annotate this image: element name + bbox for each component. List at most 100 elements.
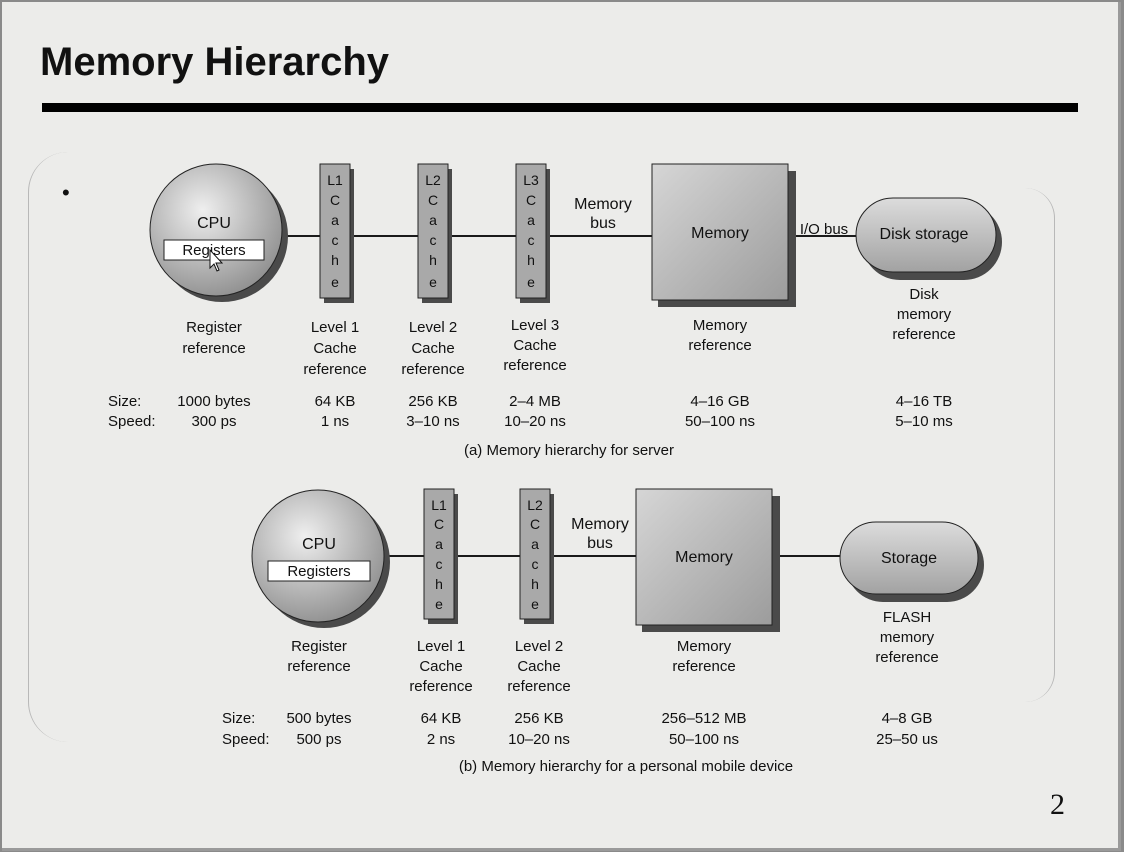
l1-letter: h	[435, 576, 443, 592]
memory-reference: reference	[688, 337, 751, 354]
storage-speed: 25–50 us	[876, 731, 938, 748]
l2-letter: a	[531, 536, 539, 552]
l3-cache-box	[515, 163, 547, 299]
title-rule	[42, 103, 1078, 112]
registers-label: Registers	[182, 242, 245, 259]
l2-letter: e	[429, 274, 437, 290]
l1-letter: c	[332, 232, 339, 248]
l1-letter: C	[330, 192, 340, 208]
l1-cache-box	[319, 163, 351, 299]
l3-reference: Cache	[513, 337, 556, 354]
l2-letter: C	[428, 192, 438, 208]
disk-size: 4–16 TB	[896, 393, 952, 410]
register-reference: Register	[186, 319, 242, 336]
register-speed: 500 ps	[296, 731, 341, 748]
bullet-point: •	[62, 180, 70, 205]
l3-letter: L3	[523, 172, 539, 188]
l3-reference: reference	[503, 357, 566, 374]
l2-cache-letters: L2 C a c h e	[425, 172, 441, 290]
flash-reference: reference	[875, 649, 938, 666]
memory-bus-label: Memory	[571, 516, 629, 533]
l2-reference: reference	[507, 678, 570, 695]
mouse-pointer-icon	[209, 248, 224, 272]
mobile-references: Register reference Level 1 Cache referen…	[287, 609, 938, 695]
l2-letter: c	[430, 232, 437, 248]
register-size: 500 bytes	[286, 710, 351, 727]
storage-size: 4–8 GB	[882, 710, 933, 727]
l2-reference: Cache	[517, 658, 560, 675]
l2-size: 256 KB	[514, 710, 563, 727]
memory-speed: 50–100 ns	[669, 731, 739, 748]
memory-box	[651, 163, 789, 301]
registers-label: Registers	[287, 563, 350, 580]
register-reference: Register	[291, 638, 347, 655]
storage-label: Storage	[881, 550, 937, 567]
flash-reference: memory	[880, 629, 935, 646]
l1-letter: L1	[327, 172, 343, 188]
l1-size: 64 KB	[315, 393, 356, 410]
mobile-caption: (b) Memory hierarchy for a personal mobi…	[459, 758, 793, 775]
mobile-size-speed: Size: Speed: 500 bytes 500 ps 64 KB 2 ns…	[222, 710, 938, 748]
l1-speed: 2 ns	[427, 731, 455, 748]
l2-reference: Level 2	[409, 319, 457, 336]
speed-label: Speed:	[222, 731, 270, 748]
l2-cache-box	[417, 163, 449, 299]
l3-reference: Level 3	[511, 317, 559, 334]
l1-reference: reference	[409, 678, 472, 695]
page-number: 2	[1050, 788, 1065, 821]
server-caption: (a) Memory hierarchy for server	[464, 442, 674, 459]
server-hierarchy: CPU Registers L1 C a c h e L2 C a c h e	[108, 163, 1002, 459]
register-speed: 300 ps	[191, 413, 236, 430]
disk-speed: 5–10 ms	[895, 413, 953, 430]
memory-bus-label: Memory	[574, 196, 632, 213]
l3-letter: h	[527, 252, 535, 268]
server-references: Register reference Level 1 Cache referen…	[182, 286, 955, 378]
l1-cache-letters: L1 C a c h e	[431, 497, 447, 612]
cpu-circle	[251, 489, 385, 623]
memory-bus-label: bus	[587, 535, 613, 552]
l1-speed: 1 ns	[321, 413, 349, 430]
size-label: Size:	[222, 710, 255, 727]
flash-reference: FLASH	[883, 609, 931, 626]
l1-reference: Level 1	[311, 319, 359, 336]
memory-reference: Memory	[677, 638, 732, 655]
content-frame-left	[28, 152, 69, 742]
memory-reference: Memory	[693, 317, 748, 334]
memory-box	[635, 488, 773, 626]
l1-reference: Cache	[419, 658, 462, 675]
memory-reference: reference	[672, 658, 735, 675]
l2-letter: h	[429, 252, 437, 268]
disk-reference: reference	[892, 326, 955, 343]
l1-reference: Level 1	[417, 638, 465, 655]
l2-cache-letters: L2 C a c h e	[527, 497, 543, 612]
cpu-label: CPU	[197, 215, 231, 232]
l1-letter: L1	[431, 497, 447, 513]
l1-cache-box	[423, 488, 455, 620]
disk-storage-label: Disk storage	[880, 226, 969, 243]
l2-reference: Cache	[411, 340, 454, 357]
register-size: 1000 bytes	[177, 393, 250, 410]
cpu-circle	[149, 163, 283, 297]
l2-cache-box	[519, 488, 551, 620]
memory-label: Memory	[675, 549, 733, 566]
l1-letter: e	[435, 596, 443, 612]
disk-reference: memory	[897, 306, 952, 323]
l1-letter: C	[434, 516, 444, 532]
io-bus-label: I/O bus	[800, 221, 848, 238]
registers-box	[267, 560, 371, 582]
l1-cache-letters: L1 C a c h e	[327, 172, 343, 290]
slide-title: Memory Hierarchy	[40, 40, 390, 84]
l2-speed: 3–10 ns	[406, 413, 459, 430]
size-label: Size:	[108, 393, 141, 410]
l3-letter: c	[528, 232, 535, 248]
l2-reference: Level 2	[515, 638, 563, 655]
l1-letter: c	[436, 556, 443, 572]
mobile-hierarchy: CPU Registers L1 C a c h e L2 C a c h e …	[222, 488, 984, 775]
l2-letter: h	[531, 576, 539, 592]
l1-reference: reference	[303, 361, 366, 378]
server-size-speed: Size: Speed: 1000 bytes 300 ps 64 KB 1 n…	[108, 393, 953, 430]
l1-letter: h	[331, 252, 339, 268]
l2-letter: e	[531, 596, 539, 612]
l3-letter: C	[526, 192, 536, 208]
